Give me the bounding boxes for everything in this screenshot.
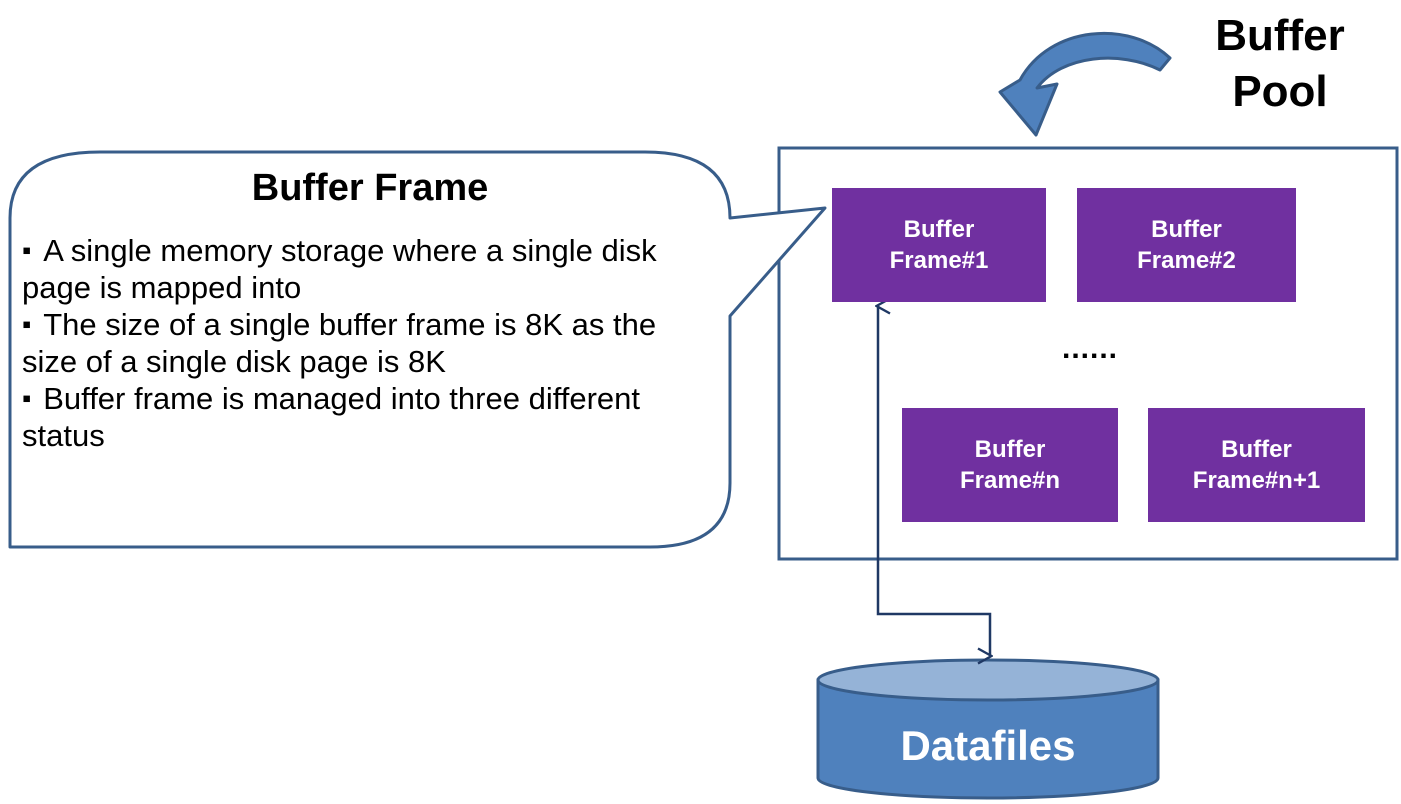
buffer-frame-1-line2: Frame#1 <box>889 247 989 274</box>
buffer-frame-n-plus-1: Buffer Frame#n+1 <box>1148 408 1365 522</box>
frame-datafile-connector <box>878 306 990 656</box>
buffer-pool-title-line2: Pool <box>1232 67 1328 116</box>
curved-arrow-icon <box>998 31 1172 137</box>
buffer-frame-n: Buffer Frame#n <box>902 408 1118 522</box>
frames-ellipsis: ...... <box>1061 332 1118 365</box>
buffer-frame-1-line1: Buffer <box>903 216 975 243</box>
buffer-frame-n-line2: Frame#n <box>959 467 1061 494</box>
callout-bullet: Buffer frame is managed into three diffe… <box>22 380 702 454</box>
buffer-frame-n-plus-1-line2: Frame#n+1 <box>1192 467 1321 494</box>
callout-bullet: A single memory storage where a single d… <box>22 232 702 306</box>
buffer-frame-2: Buffer Frame#2 <box>1077 188 1296 302</box>
buffer-frame-2-line2: Frame#2 <box>1137 247 1236 274</box>
buffer-pool-title-line1: Buffer <box>1215 11 1345 60</box>
buffer-pool-title: Buffer Pool <box>1190 8 1370 120</box>
datafiles-label: Datafiles <box>900 722 1076 769</box>
buffer-frame-n-plus-1-line1: Buffer <box>1221 436 1292 463</box>
buffer-frame-1: Buffer Frame#1 <box>832 188 1046 302</box>
callout-bullet: The size of a single buffer frame is 8K … <box>22 306 702 380</box>
datafiles-cylinder <box>816 658 1160 800</box>
callout-bullet-list: A single memory storage where a single d… <box>22 232 702 454</box>
buffer-frame-2-line1: Buffer <box>1151 216 1222 243</box>
callout-title: Buffer Frame <box>251 167 489 209</box>
buffer-frame-n-line1: Buffer <box>974 436 1046 463</box>
